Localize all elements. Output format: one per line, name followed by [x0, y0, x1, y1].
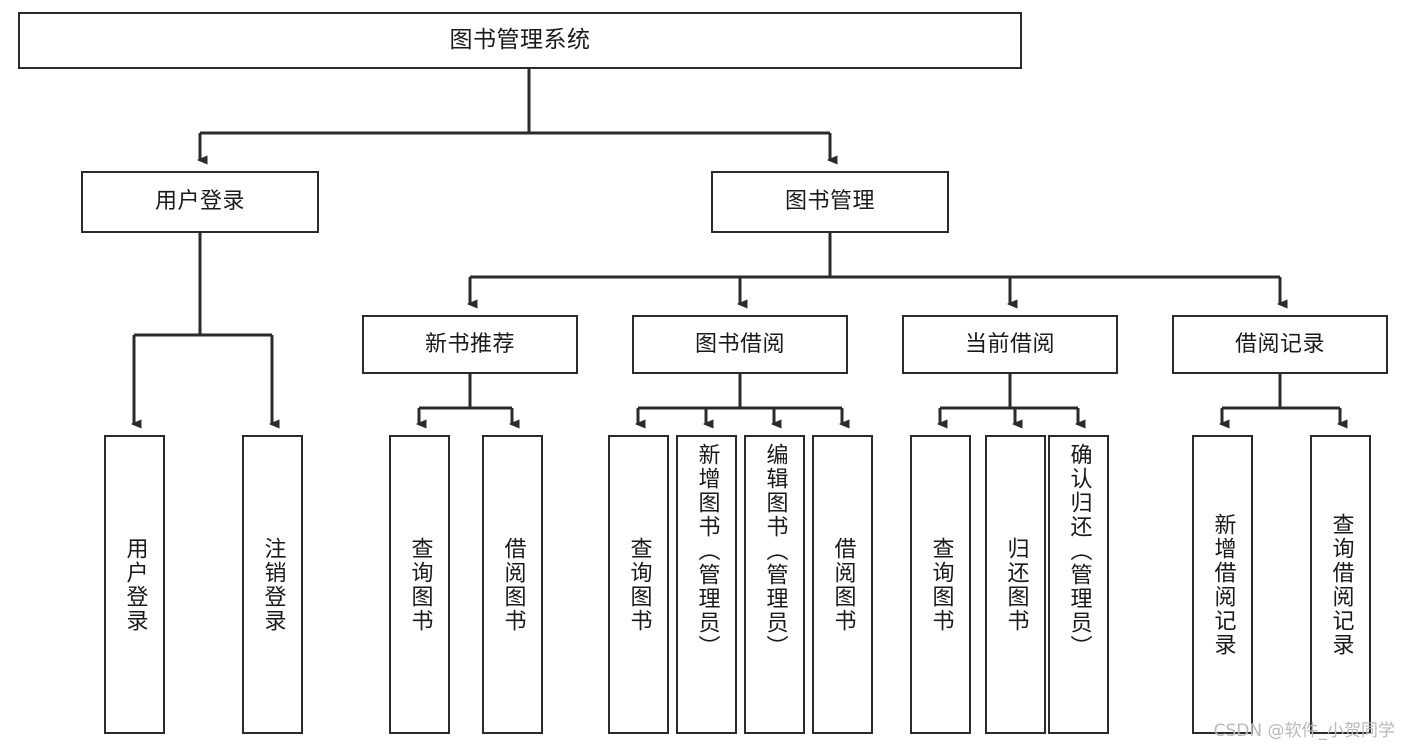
node-current-borrow[interactable]: 当前借阅	[902, 315, 1118, 374]
node-leaf-return-book[interactable]: 归还图书	[985, 435, 1046, 734]
node-root-system[interactable]: 图书管理系统	[18, 12, 1022, 69]
node-leaf-query-borrow-record[interactable]: 查询借阅记录	[1310, 435, 1371, 734]
node-label: 借阅记录	[1234, 331, 1325, 357]
node-label: 新增图书（管理员）	[694, 443, 720, 659]
node-book-manage[interactable]: 图书管理	[711, 171, 949, 233]
node-leaf-query-book-recommend[interactable]: 查询图书	[389, 435, 450, 734]
node-leaf-add-book-admin[interactable]: 新增图书（管理员）	[676, 435, 737, 734]
node-label: 用户登录	[122, 536, 148, 633]
node-user-login[interactable]: 用户登录	[81, 171, 319, 233]
node-borrow-record[interactable]: 借阅记录	[1172, 315, 1388, 374]
node-label: 图书管理系统	[449, 27, 591, 53]
node-leaf-borrow-book[interactable]: 借阅图书	[812, 435, 873, 734]
node-leaf-logout[interactable]: 注销登录	[242, 435, 303, 734]
node-leaf-user-login[interactable]: 用户登录	[104, 435, 165, 734]
node-leaf-edit-book-admin[interactable]: 编辑图书（管理员）	[744, 435, 805, 734]
node-leaf-query-book-current[interactable]: 查询图书	[910, 435, 971, 734]
node-label: 借阅图书	[500, 536, 526, 633]
node-label: 新书推荐	[424, 331, 515, 357]
node-label: 确认归还（管理员）	[1066, 443, 1092, 659]
node-new-book-recommend[interactable]: 新书推荐	[362, 315, 578, 374]
node-label: 图书借阅	[694, 331, 785, 357]
node-label: 查询图书	[407, 536, 433, 633]
node-leaf-add-borrow-record[interactable]: 新增借阅记录	[1192, 435, 1253, 734]
node-leaf-query-book[interactable]: 查询图书	[608, 435, 669, 734]
node-label: 查询图书	[928, 536, 954, 633]
node-label: 借阅图书	[830, 536, 856, 633]
node-label: 注销登录	[260, 536, 286, 633]
node-label: 归还图书	[1003, 536, 1029, 633]
node-label: 当前借阅	[964, 331, 1055, 357]
node-book-borrow[interactable]: 图书借阅	[632, 315, 848, 374]
node-leaf-borrow-book-recommend[interactable]: 借阅图书	[482, 435, 543, 734]
node-label: 编辑图书（管理员）	[762, 443, 788, 659]
watermark-text: CSDN @软件_小贺同学	[1213, 721, 1395, 741]
node-label: 用户登录	[154, 189, 245, 214]
node-leaf-confirm-return-admin[interactable]: 确认归还（管理员）	[1048, 435, 1109, 734]
node-label: 图书管理	[784, 189, 875, 214]
node-label: 新增借阅记录	[1210, 512, 1236, 657]
node-label: 查询图书	[626, 536, 652, 633]
node-label: 查询借阅记录	[1328, 512, 1354, 657]
